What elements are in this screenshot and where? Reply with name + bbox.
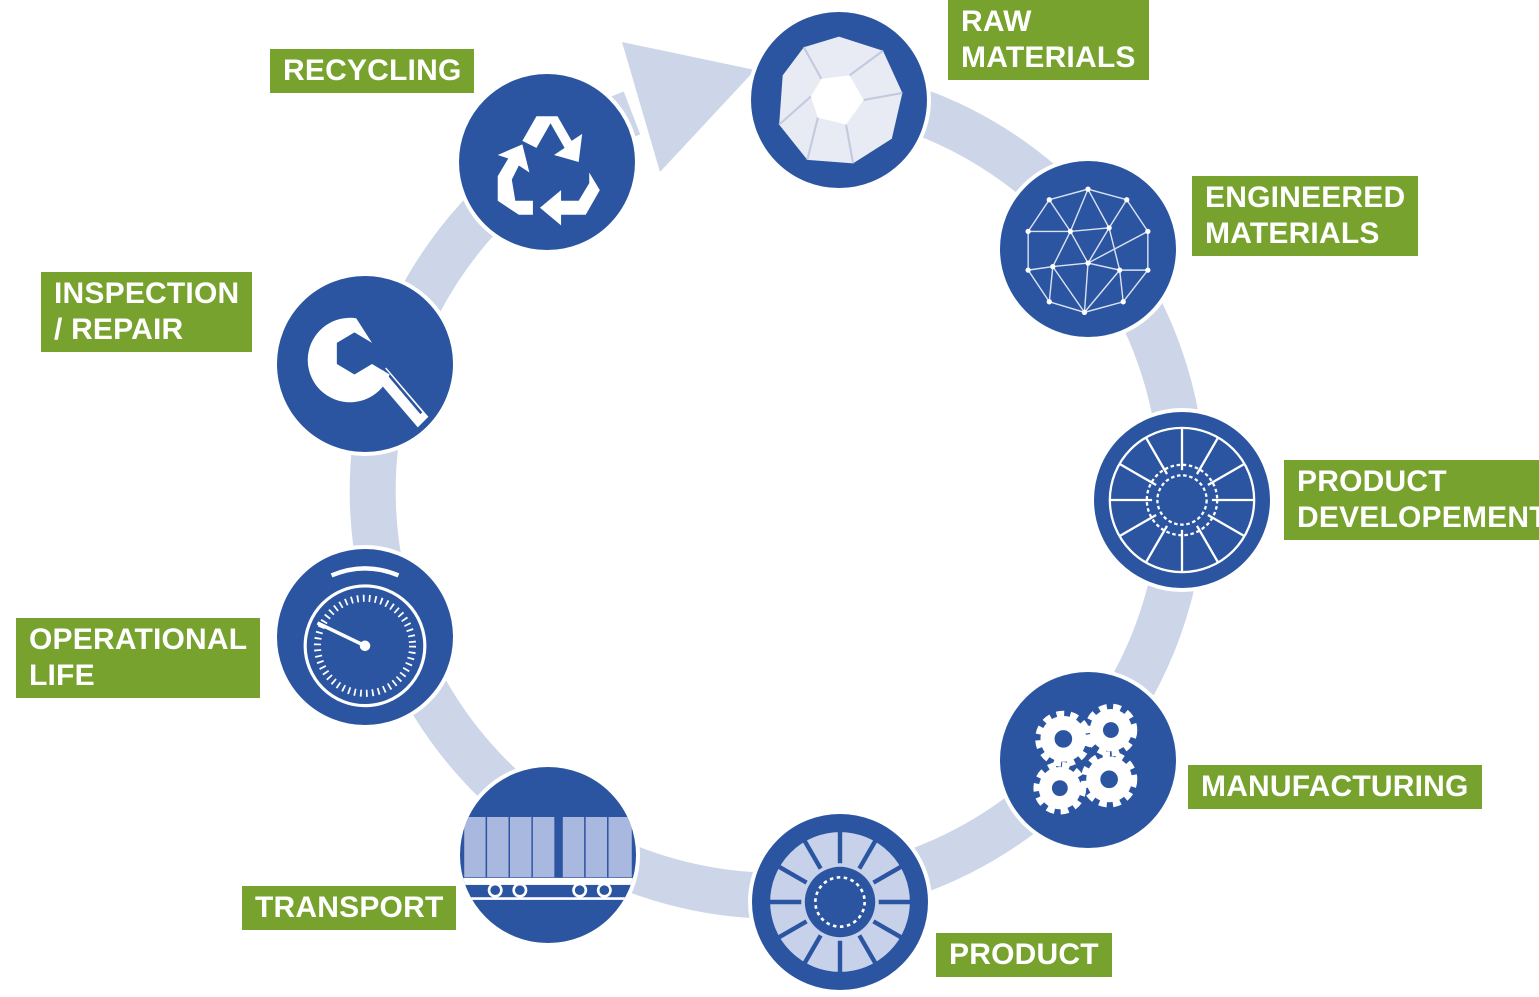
gears-icon <box>1033 703 1138 815</box>
stage-node-operational-life[interactable] <box>273 545 457 729</box>
turbine-icon <box>769 831 911 973</box>
stage-node-engineered-materials[interactable] <box>996 157 1180 341</box>
stage-node-transport[interactable] <box>456 763 640 947</box>
mesh-sphere-icon <box>1025 186 1151 315</box>
stage-node-product-development[interactable] <box>1090 408 1274 592</box>
cycle-arrowhead <box>622 42 755 172</box>
stage-label-transport: TRANSPORT <box>242 886 457 930</box>
stage-label-product: PRODUCT <box>936 933 1112 977</box>
stage-label-raw-materials: RAW MATERIALS <box>948 0 1149 80</box>
stage-label-product-development: PRODUCT DEVELOPEMENT <box>1284 460 1539 540</box>
recycle-icon <box>497 116 600 226</box>
stage-label-recycling: RECYCLING <box>270 49 475 93</box>
wrench-icon <box>307 317 429 428</box>
stage-label-manufacturing: MANUFACTURING <box>1188 765 1482 809</box>
stage-label-inspection-repair: INSPECTION / REPAIR <box>41 272 253 352</box>
stage-node-recycling[interactable] <box>455 70 639 254</box>
stage-node-product[interactable] <box>748 810 932 994</box>
stage-node-raw-materials[interactable] <box>747 8 931 192</box>
stage-label-operational-life: OPERATIONAL LIFE <box>16 618 261 698</box>
polyhedron-icon <box>778 36 903 164</box>
stage-node-manufacturing[interactable] <box>996 668 1180 852</box>
railcar-icon <box>460 815 636 900</box>
turbine-blades-icon <box>1108 426 1256 574</box>
stage-label-engineered-materials: ENGINEERED MATERIALS <box>1192 176 1419 256</box>
gauge-icon <box>303 566 427 708</box>
stage-node-inspection-repair[interactable] <box>273 272 457 456</box>
